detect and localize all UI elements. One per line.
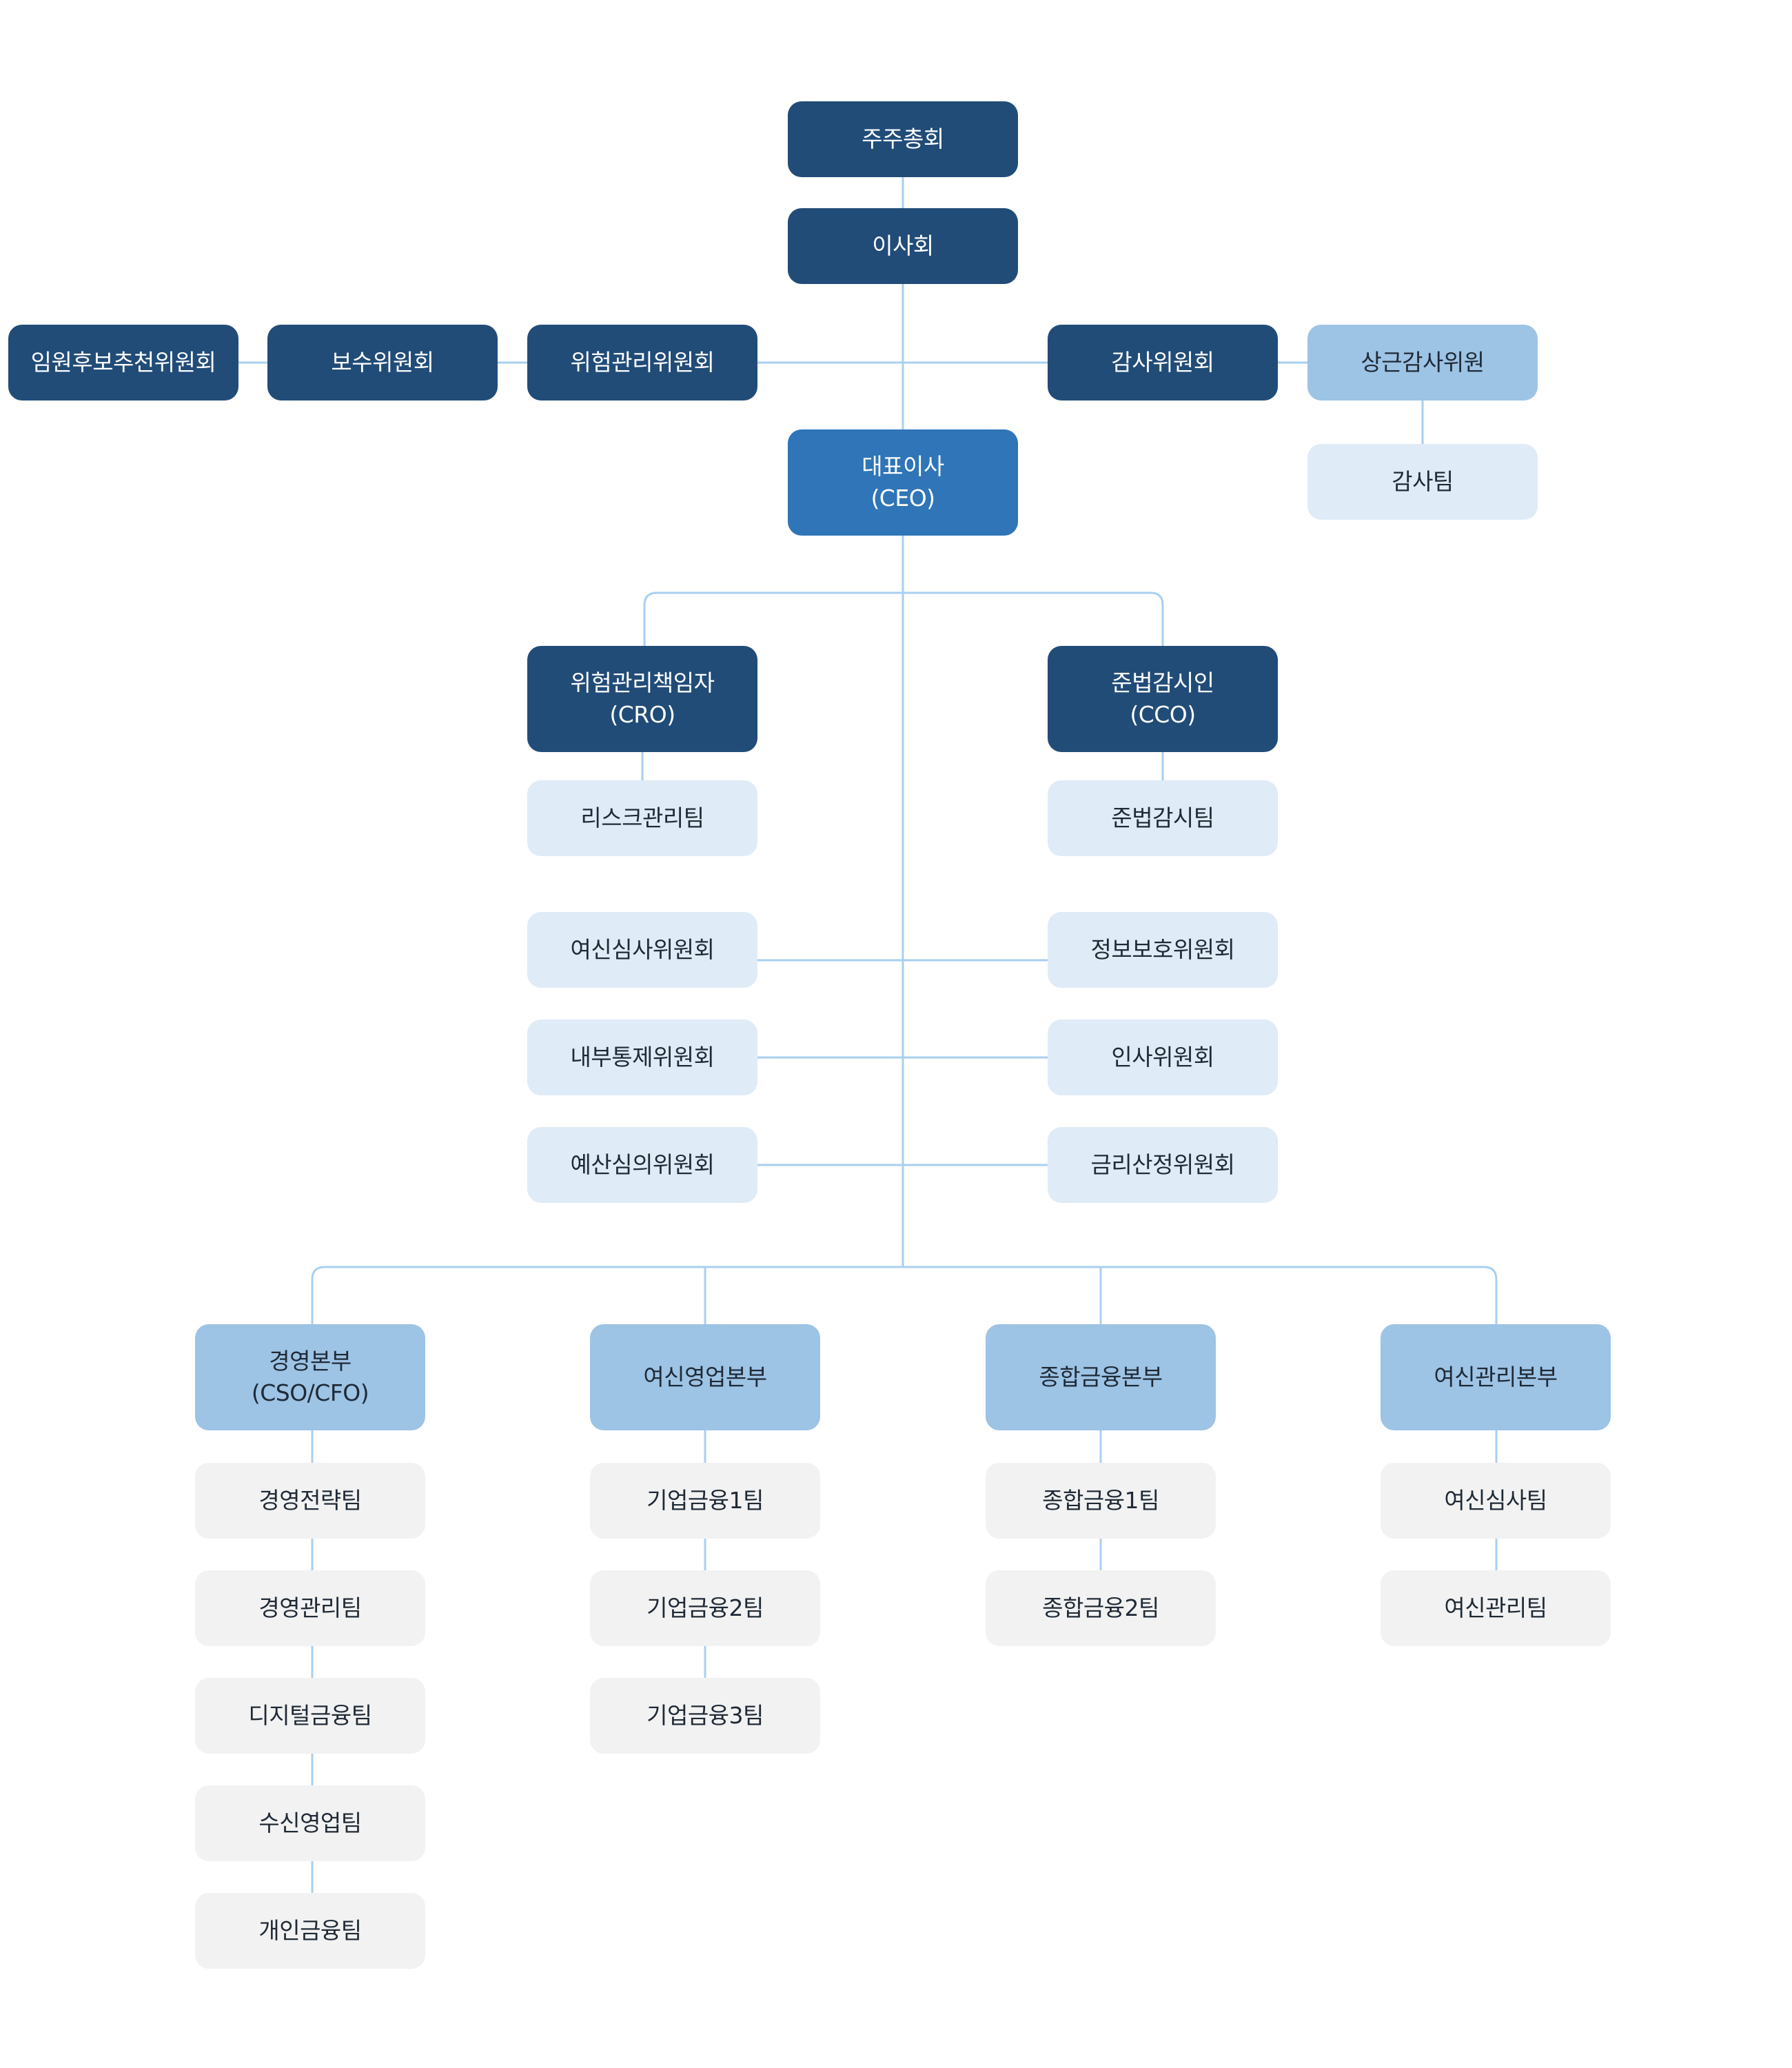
node-cco: 준법감시인 (CCO) — [1048, 646, 1278, 752]
node-division-management: 경영본부 (CSO/CFO) — [195, 1324, 425, 1430]
node-label: 기업금융2팀 — [646, 1594, 764, 1621]
node-label: 내부통제위원회 — [570, 1044, 715, 1071]
node-label: 예산심의위원회 — [570, 1151, 715, 1178]
node-label-line2: (CSO/CFO) — [251, 1379, 369, 1406]
node-risk-committee: 위험관리위원회 — [527, 325, 757, 401]
node-label: 주주총회 — [862, 125, 944, 152]
node-team: 디지털금융팀 — [195, 1678, 425, 1754]
node-label-line1: 경영본부 — [269, 1348, 352, 1375]
node-label: 기업금융1팀 — [646, 1487, 764, 1514]
connector-ceo-officers — [643, 591, 1164, 646]
node-team: 기업금융3팀 — [590, 1678, 820, 1754]
node-team: 여신심사팀 — [1381, 1463, 1611, 1539]
node-mgmt-committee-left: 내부통제위원회 — [527, 1020, 757, 1095]
connector-divisions-bus — [311, 1266, 1498, 1324]
node-label: 준법감시팀 — [1111, 804, 1214, 831]
node-team: 기업금융1팀 — [590, 1463, 820, 1539]
node-label-line2: (CCO) — [1130, 701, 1196, 728]
node-label: 금리산정위원회 — [1090, 1151, 1235, 1178]
node-label: 디지털금융팀 — [248, 1702, 372, 1729]
node-mgmt-committee-right: 인사위원회 — [1048, 1020, 1278, 1095]
node-compliance-team: 준법감시팀 — [1048, 780, 1278, 856]
node-audit-committee: 감사위원회 — [1048, 325, 1278, 401]
node-nomination-committee: 임원후보추천위원회 — [8, 325, 238, 401]
node-cro: 위험관리책임자 (CRO) — [527, 646, 757, 752]
node-mgmt-committee-left: 예산심의위원회 — [527, 1127, 757, 1203]
node-mgmt-committee-left: 여신심사위원회 — [527, 912, 757, 988]
node-division-credit-management: 여신관리본부 — [1381, 1324, 1611, 1430]
node-board: 이사회 — [788, 208, 1018, 284]
node-general-meeting: 주주총회 — [788, 101, 1018, 177]
node-label: 여신심사팀 — [1444, 1487, 1547, 1514]
node-label-line2: (CRO) — [609, 701, 675, 728]
node-ceo: 대표이사 (CEO) — [788, 429, 1018, 536]
node-label: 경영전략팀 — [258, 1487, 362, 1514]
node-risk-team: 리스크관리팀 — [527, 780, 757, 856]
node-label: 위험관리위원회 — [570, 349, 715, 376]
node-label-line1: 종합금융본부 — [1039, 1364, 1163, 1390]
node-label-line1: 위험관리책임자 — [570, 669, 715, 696]
node-division-credit-sales: 여신영업본부 — [590, 1324, 820, 1430]
node-standing-auditor: 상근감사위원 — [1307, 325, 1538, 401]
node-team: 개인금융팀 — [195, 1893, 425, 1969]
node-team: 기업금융2팀 — [590, 1570, 820, 1646]
node-division-general-finance: 종합금융본부 — [986, 1324, 1216, 1430]
node-label: 기업금융3팀 — [646, 1702, 764, 1729]
node-team: 경영전략팀 — [195, 1463, 425, 1539]
node-team: 여신관리팀 — [1381, 1570, 1611, 1646]
node-label: 보수위원회 — [331, 349, 434, 376]
node-label-line1: 여신관리본부 — [1434, 1364, 1558, 1390]
node-label: 경영관리팀 — [258, 1594, 362, 1621]
node-audit-team: 감사팀 — [1307, 444, 1538, 520]
node-label: 상근감사위원 — [1361, 349, 1485, 376]
node-label: 여신관리팀 — [1444, 1594, 1547, 1621]
node-label: 종합금융2팀 — [1042, 1594, 1159, 1621]
node-label: 인사위원회 — [1111, 1044, 1214, 1071]
node-label-line1: 대표이사 — [862, 453, 944, 480]
node-label: 수신영업팀 — [258, 1810, 362, 1836]
node-label: 종합금융1팀 — [1042, 1487, 1159, 1514]
node-label: 리스크관리팀 — [580, 804, 704, 831]
node-label: 임원후보추천위원회 — [30, 349, 216, 376]
node-team: 수신영업팀 — [195, 1785, 425, 1861]
node-compensation-committee: 보수위원회 — [267, 325, 498, 401]
node-label: 감사팀 — [1392, 468, 1454, 495]
node-label-line1: 준법감시인 — [1111, 669, 1214, 696]
node-team: 종합금융2팀 — [986, 1570, 1216, 1646]
node-mgmt-committee-right: 정보보호위원회 — [1048, 912, 1278, 988]
node-label: 정보보호위원회 — [1090, 936, 1235, 963]
node-label-line2: (CEO) — [870, 485, 935, 511]
node-team: 종합금융1팀 — [986, 1463, 1216, 1539]
node-label: 개인금융팀 — [258, 1917, 362, 1944]
node-team: 경영관리팀 — [195, 1570, 425, 1646]
node-label: 이사회 — [872, 232, 934, 259]
node-mgmt-committee-right: 금리산정위원회 — [1048, 1127, 1278, 1203]
node-label: 감사위원회 — [1111, 349, 1214, 376]
node-label: 여신심사위원회 — [570, 936, 715, 963]
node-label-line1: 여신영업본부 — [643, 1364, 767, 1390]
